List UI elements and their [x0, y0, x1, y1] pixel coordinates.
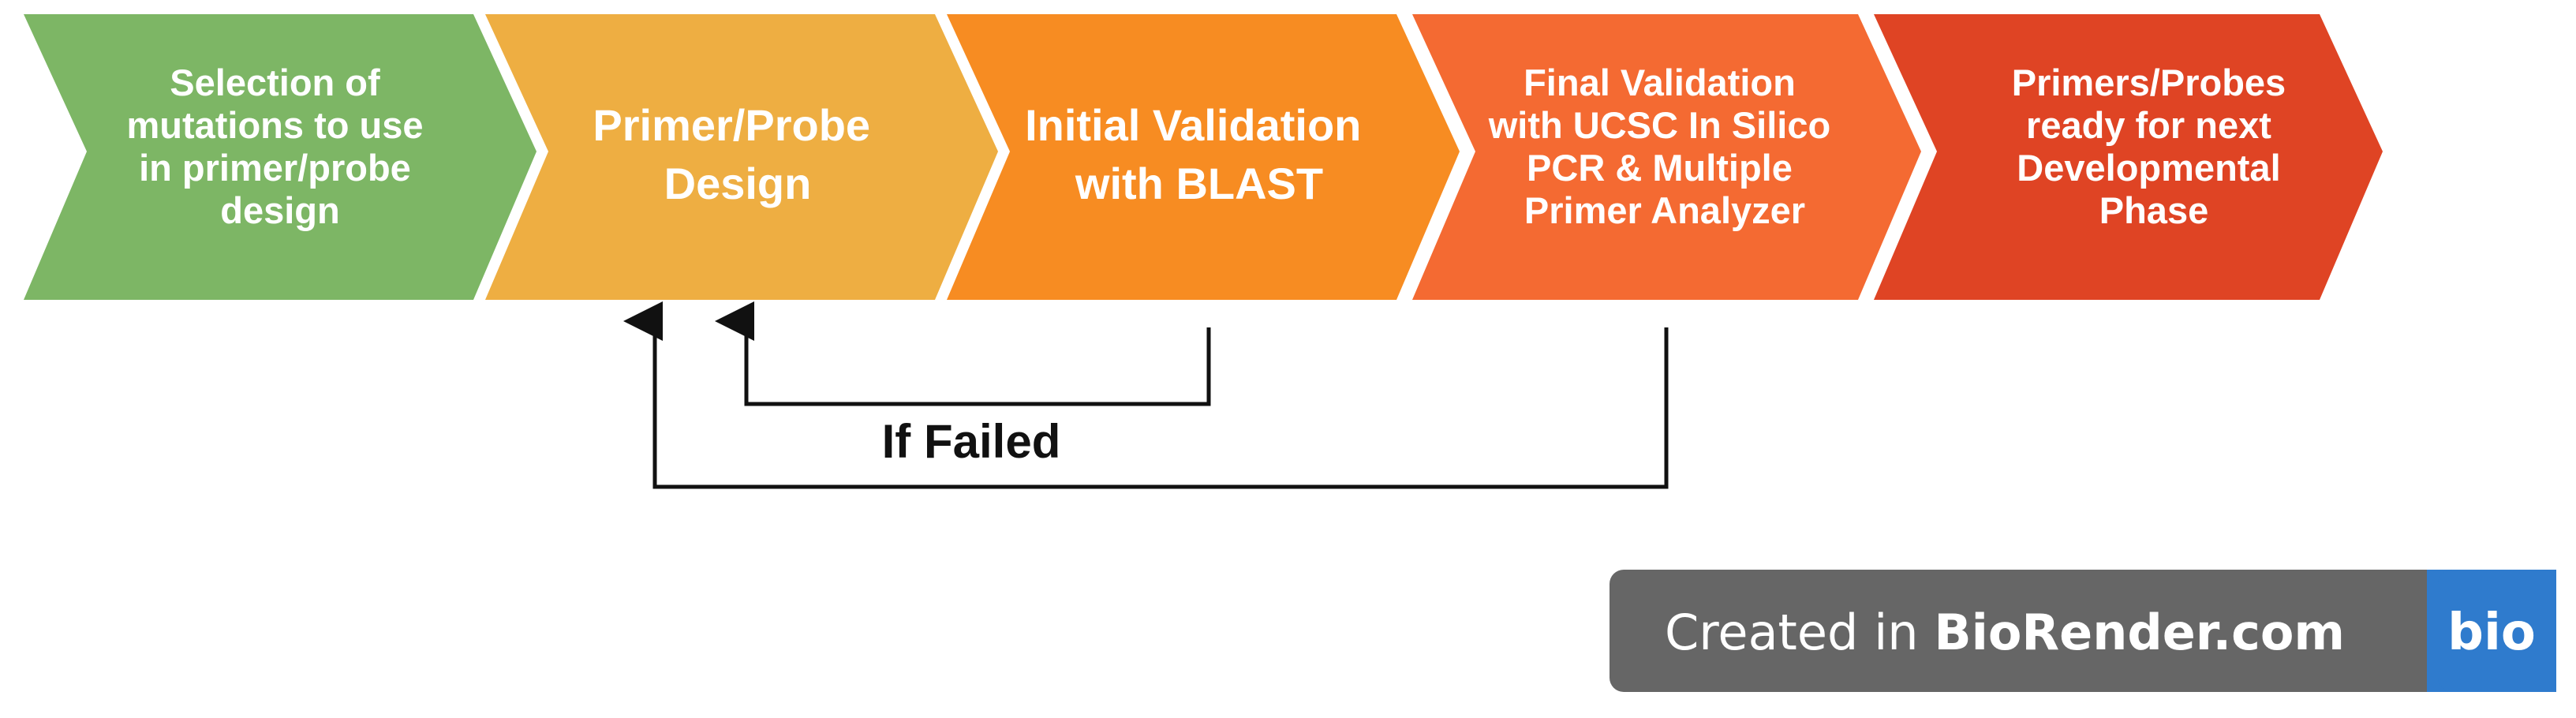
chevron-shape-final-validation — [1412, 14, 1921, 300]
chevron-shape-primers-ready — [1874, 14, 2383, 300]
chevron-step-final-validation: Final Validation with UCSC In Silico PCR… — [1412, 14, 1921, 300]
chevron-step-primers-ready: Primers/Probes ready for next Developmen… — [1874, 14, 2383, 300]
chevron-shape-selection — [24, 14, 537, 300]
chevron-step-selection: Selection of mutations to use in primer/… — [24, 14, 537, 300]
feedback-arrow-final-to-design — [623, 301, 1669, 489]
chevron-step-primer-probe-design: Primer/Probe Design — [485, 14, 998, 300]
if-failed-label: If Failed — [882, 415, 1061, 468]
biorender-logo-icon: bio — [2447, 604, 2536, 662]
chevron-shape-initial-validation — [947, 14, 1460, 300]
badge-text: Created in BioRender.com — [1665, 604, 2345, 661]
step-label-final-validation: Final Validation with UCSC In Silico PCR… — [1488, 62, 1841, 231]
chevron-shape-primer-probe-design — [485, 14, 998, 300]
biorender-badge: Created in BioRender.com bio — [1610, 570, 2556, 692]
step-label-initial-validation: Initial Validation with BLAST — [1025, 100, 1374, 208]
step-label-selection: Selection of mutations to use in primer/… — [126, 62, 433, 231]
step-label-primers-ready: Primers/Probes ready for next Developmen… — [2012, 62, 2297, 231]
chevron-step-initial-validation: Initial Validation with BLAST — [947, 14, 1460, 300]
badge-background — [1610, 570, 2452, 692]
feedback-arrow-blast-to-design — [715, 301, 1211, 406]
step-label-primer-probe-design: Primer/Probe Design — [593, 100, 882, 208]
badge-logo-background-right — [2438, 570, 2556, 692]
